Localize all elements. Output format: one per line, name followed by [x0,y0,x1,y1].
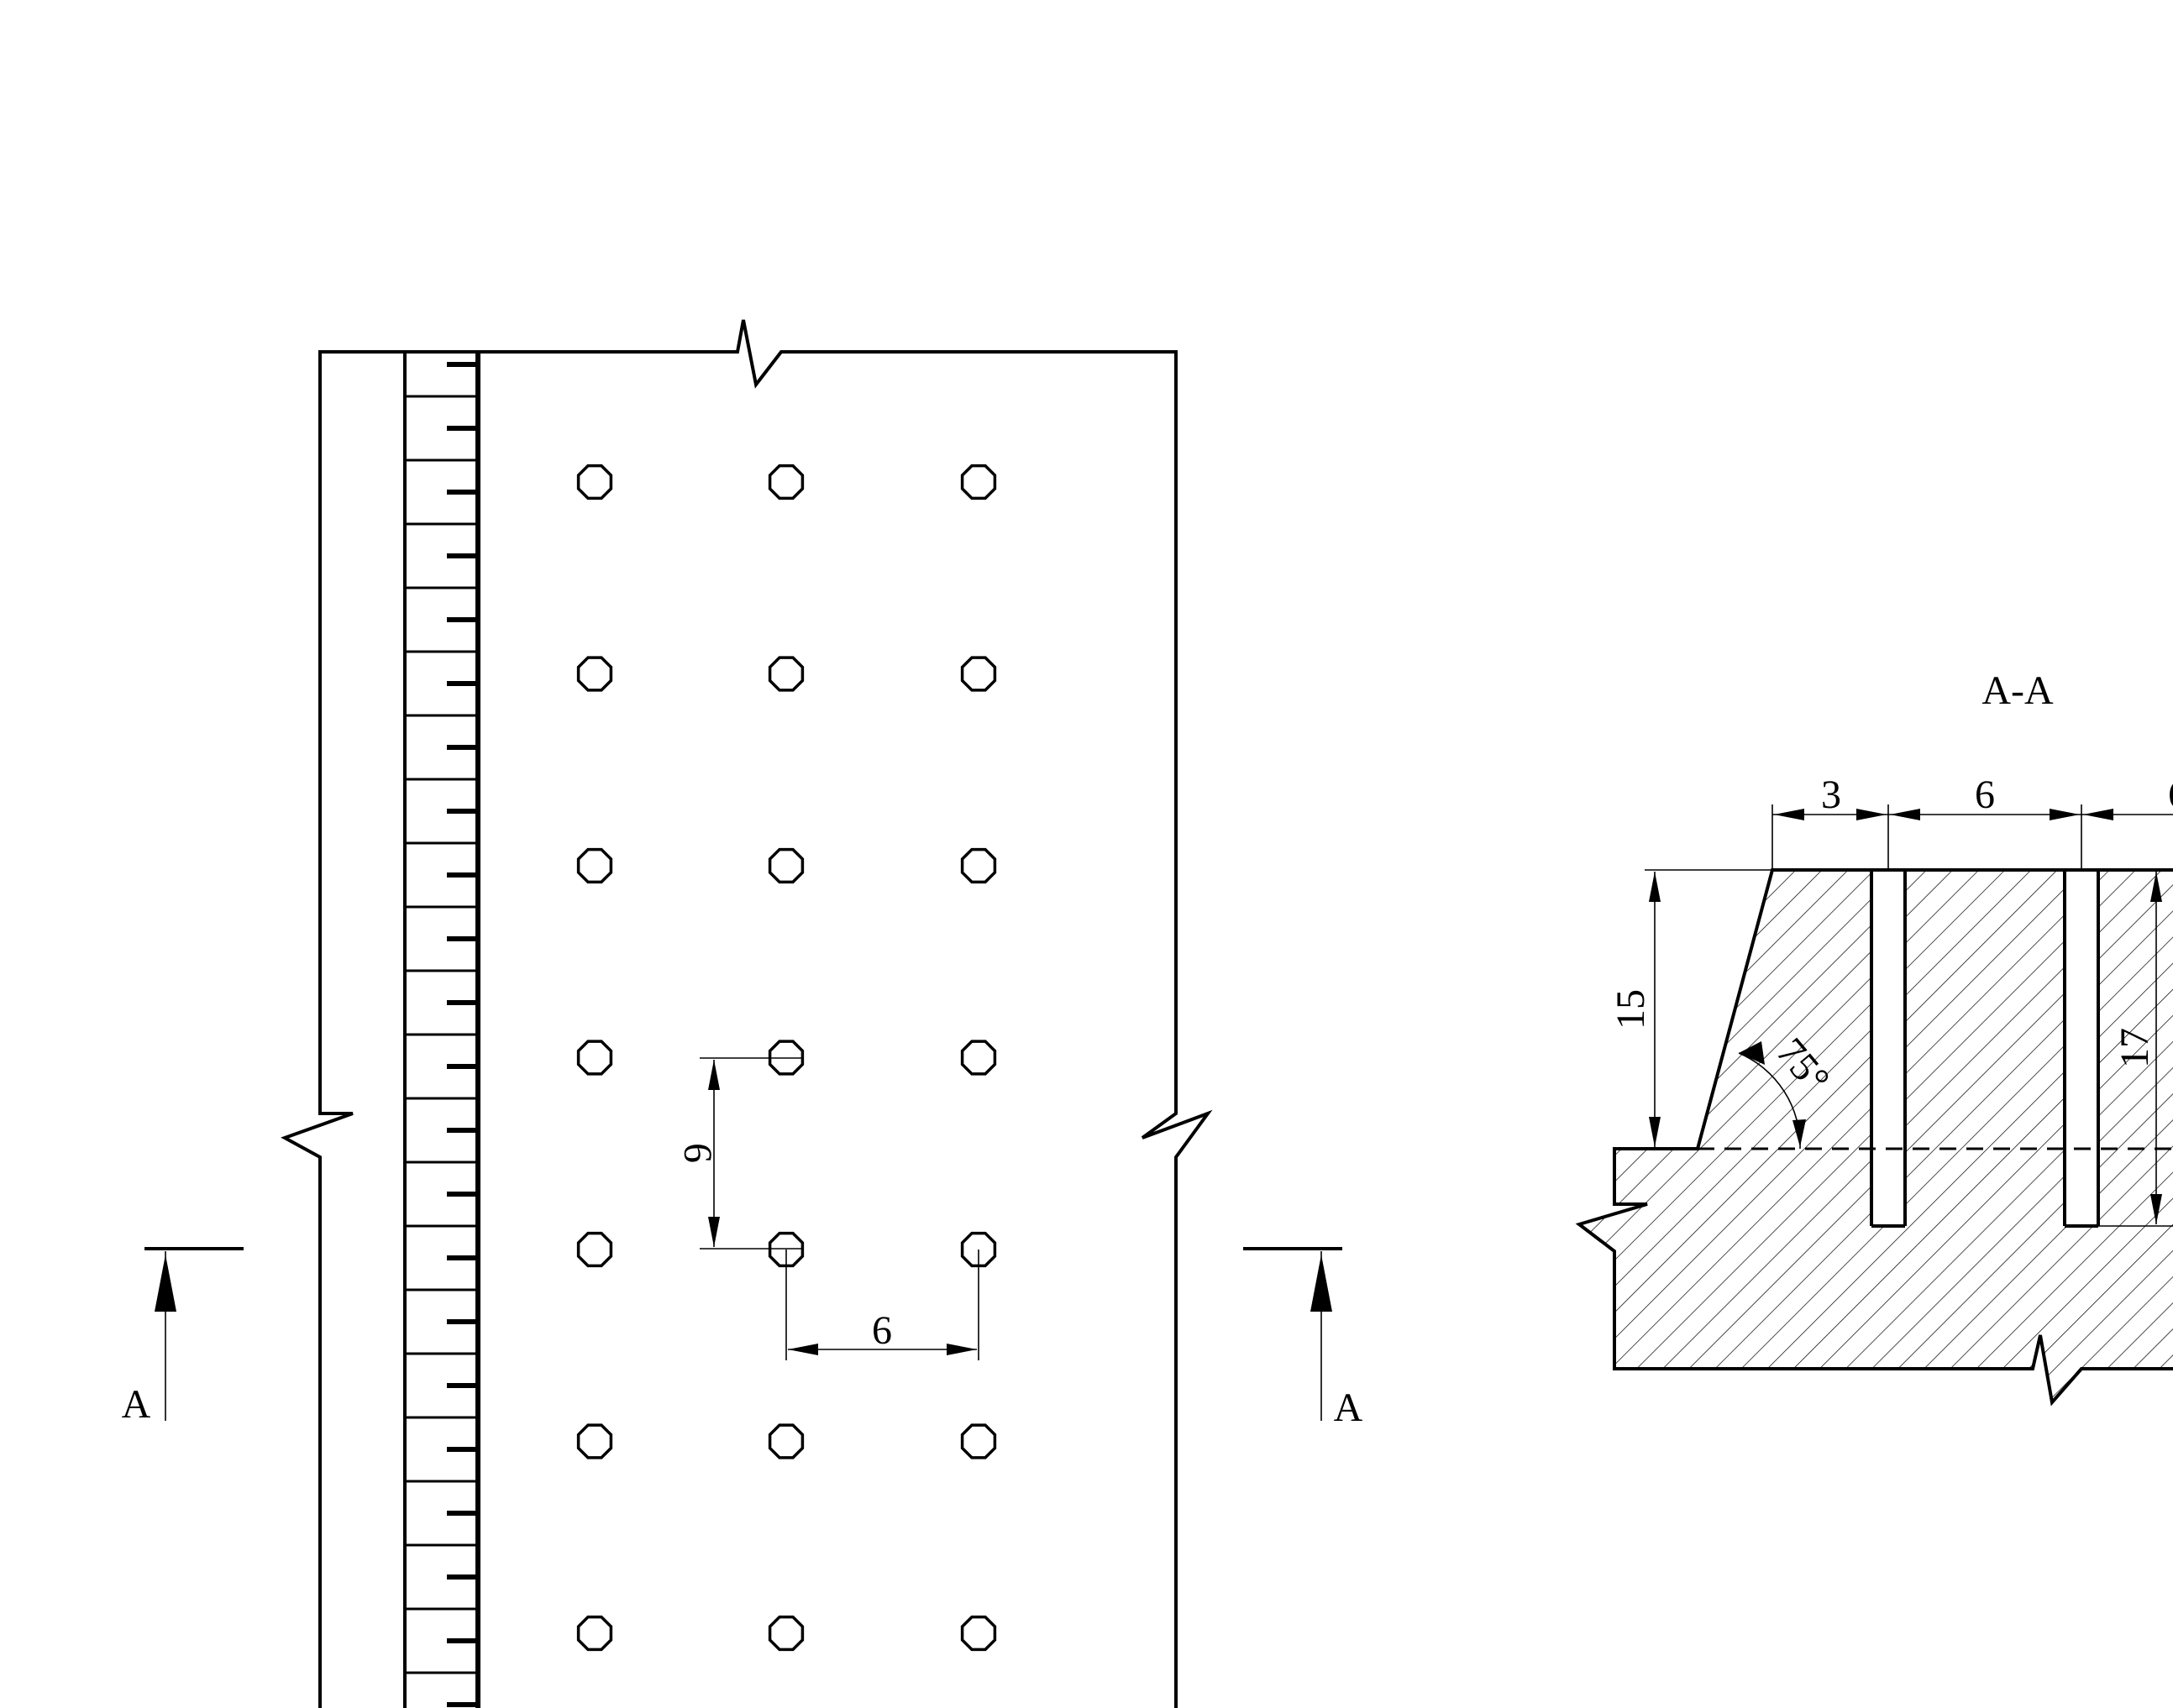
section-outline [1575,868,2173,1407]
hole [576,1615,613,1652]
hole [960,656,997,692]
dim-top-1: 3 [1821,773,1841,817]
section-marker-right: A [1243,1247,1363,1430]
hole [768,1423,805,1459]
dim-height-right: 17 [2113,1028,2157,1068]
hole [576,1040,613,1076]
section-marker-left-label: A [122,1382,151,1427]
hole [576,656,613,692]
hole [576,464,613,500]
strip-ticks [405,362,478,1707]
plan-view: 6 6 A A [122,319,1363,1708]
hole [768,1615,805,1652]
hole [960,464,997,500]
dim-top-2: 6 [1975,773,1995,817]
pitch-vertical-label: 6 [675,1143,720,1163]
top-dimensions: 3 6 6 [1771,773,2173,870]
section-title: A-A [1981,668,2054,713]
dim-height-right-group: 17 [2098,872,2173,1227]
hole [768,464,805,500]
section-marker-right-label: A [1334,1386,1363,1430]
pitch-vertical-dimension: 6 [675,1057,804,1250]
hole [960,1615,997,1652]
pitch-horizontal-label: 6 [872,1308,892,1353]
hole [960,1423,997,1459]
section-marker-left: A [122,1247,244,1427]
hole [576,847,613,884]
hole [768,656,805,692]
plan-outline [281,319,1213,1708]
hole-grid [576,464,997,1652]
hole [576,1231,613,1268]
dim-height-left-group: 15 [1609,869,1772,1147]
section-view: A-A 3 6 6 [1575,668,2173,1407]
hole [960,847,997,884]
hole [576,1423,613,1459]
hole [768,847,805,884]
graduated-strip [403,352,480,1708]
dim-top-3: 6 [2168,773,2173,817]
pitch-horizontal-dimension: 6 [785,1250,979,1360]
hole [960,1040,997,1076]
stud-2 [2065,870,2098,1226]
stud-1 [1871,870,1905,1226]
dim-height-left: 15 [1609,989,1653,1030]
